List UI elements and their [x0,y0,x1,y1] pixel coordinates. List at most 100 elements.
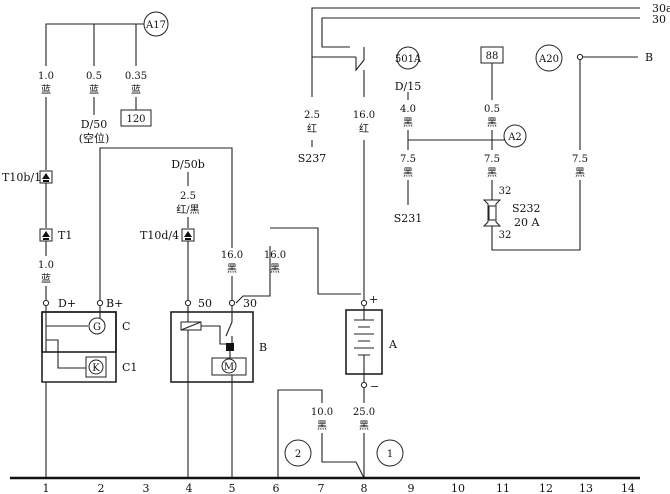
axis-label: 6 [273,482,280,494]
ground-point-2 [284,439,312,467]
terminal-b-plus: B+ [106,297,123,310]
wire-label: 红/黑 [176,203,199,216]
alternator-c-label: C [122,320,130,333]
alternator-c1-label: C1 [122,361,137,374]
generator-label: G [93,322,101,333]
wire-label: 16.0 [353,110,375,121]
axis-label: 5 [229,482,236,494]
wire-label: 7.5 [400,154,416,165]
regulator-label: K [92,363,100,374]
d15-label: D/15 [395,80,422,93]
line-30a-label: 30a [652,2,670,15]
terminal-d-plus: D+ [58,297,76,310]
wire-label: 25.0 [353,407,375,418]
axis-label: 3 [143,482,150,494]
wire-label: 黑 [487,167,497,179]
connector-501a-group: 501A D/15 4.0 黑 7.5 黑 S231 [394,46,505,225]
wire-label: 黑 [575,167,585,179]
wire-label: 7.5 [484,154,500,165]
d50-label: D/50 [81,118,108,131]
ref-a20-label: A20 [538,54,559,65]
ground-point-1 [376,439,404,467]
wire-label: 7.5 [572,154,588,165]
axis-label: 13 [579,482,593,494]
wire-label: 0.35 [125,71,147,82]
battery-minus-sign: − [370,380,379,393]
wire-d50b: D/50b 2.5 红/黑 T10d/4 [140,158,205,300]
axis-label: 10 [451,482,465,494]
wire-label: 16.0 [221,250,243,261]
wire-column-5: 16.0 黑 [221,250,243,300]
ref-a20-group: A20 B 7.5 黑 [535,44,653,179]
top-bus-lines: 30a 30 [311,2,670,58]
wire-label: 4.0 [400,104,416,115]
axis-label: 14 [621,482,635,494]
connector-t10b1-label: T10b/1 [2,171,41,184]
starter-box [170,311,254,383]
wire-label: 红 [307,122,317,135]
wire-label: 0.5 [86,71,102,82]
battery-plus-sign: + [369,293,378,306]
ground-point-1-label: 1 [387,449,393,460]
pin-32-label: 32 [499,186,512,197]
fuse-s232-symbol [482,199,502,227]
ref-circle-a20 [535,44,563,72]
d50b-label: D/50b [171,158,205,171]
terminal-dot [42,299,50,307]
wire-label: 1.0 [38,260,54,271]
battery-plus-terminal [360,299,368,307]
motor-label: M [224,362,234,373]
s231-label: S231 [394,212,423,225]
ref-501a-label: 501A [395,54,422,65]
wire-column-1: T10b/1 T1 1.0 蓝 [2,97,72,300]
pin-32-label: 32 [499,230,512,241]
motor-icon [221,358,237,374]
wire-label: 蓝 [131,84,141,96]
terminal-30: 30 [243,297,257,310]
line-30-label: 30 [652,13,666,26]
ground-point-2-label: 2 [295,449,301,460]
wire-label: 红 [359,122,369,135]
terminal-50: 50 [198,297,212,310]
ref-a2-label: A2 [507,132,522,143]
starter-b-label: B [259,341,267,354]
terminal-dot [228,299,236,307]
axis-label: 7 [318,482,325,494]
wire-label: 蓝 [41,84,51,96]
wire-label: 蓝 [41,273,51,285]
alternator-c: D+ B+ G K C C1 [41,297,137,478]
wire-starter-to-battery: 16.0 黑 [235,227,361,304]
wire-b-plus [99,147,233,300]
ref-a17-group: A17 1.0 蓝 0.5 蓝 0.35 蓝 D/50 (空位) 120 [38,11,169,145]
terminal-dot [96,299,104,307]
axis-label: 8 [361,482,368,494]
fuse-s232-element [488,205,497,221]
axis-label: 1 [43,482,50,494]
ref-circle-501a [396,46,420,70]
wire-label: 黑 [359,420,369,432]
wire-label: 黑 [270,263,280,275]
wire-label: 黑 [317,420,327,432]
axis-label: 4 [186,482,193,494]
d50-note: (空位) [79,131,110,145]
terminal-dot [184,299,192,307]
battery-a: + A − 25.0 黑 [345,293,398,478]
alternator-box [41,311,117,353]
wire-label: 2.5 [304,110,320,121]
battery-minus-terminal [360,381,368,389]
fuse-s237-label: S237 [298,152,327,165]
ref-a17-label: A17 [145,20,166,31]
wire-label: 16.0 [264,250,286,261]
ref-b-label: B [645,51,653,64]
connector-t10d4-label: T10d/4 [140,229,179,242]
box-88-label: 88 [486,51,499,62]
connector-t1-label: T1 [58,229,72,242]
solenoid-contact [226,343,234,351]
axis-label: 11 [496,482,510,494]
wire-label: 10.0 [311,407,333,418]
fuse-s232-rating: 20 A [514,216,540,229]
box-120-label: 120 [126,114,145,125]
wire-label: 黑 [403,117,413,129]
